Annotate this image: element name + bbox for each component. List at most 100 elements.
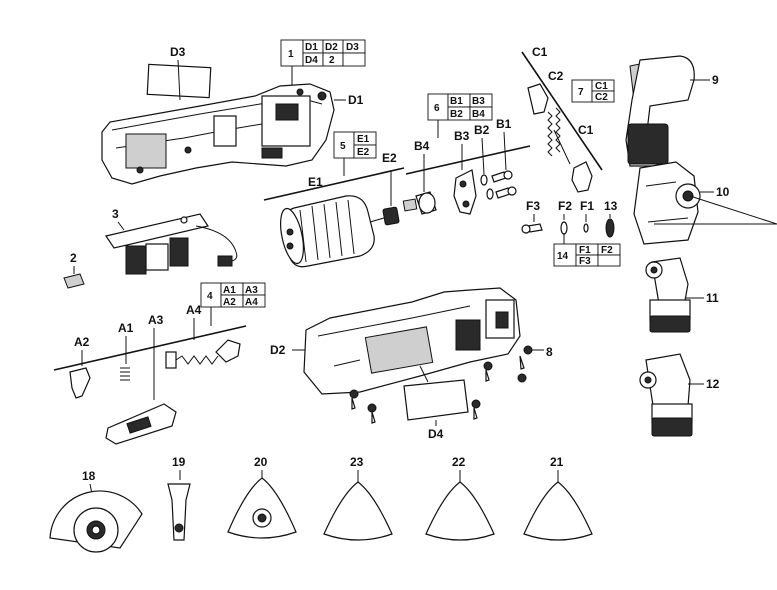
part-c2-springs — [547, 107, 571, 165]
callout-A1: A1 — [118, 321, 134, 335]
attachment-11-right-angle — [645, 257, 704, 333]
part-b4-gear — [402, 154, 437, 215]
callout-F3: F3 — [526, 199, 540, 213]
table-group-f: 14 F1 F2 F3 — [553, 234, 621, 267]
callout-F1: F1 — [580, 199, 594, 213]
part-a3-button-cover — [105, 328, 177, 445]
callout-8: 8 — [546, 345, 553, 359]
part-13-gear — [605, 214, 615, 238]
table-cell: 2 — [329, 55, 335, 66]
part-3-switch-board — [105, 213, 238, 275]
accessory-19-plunge-blade — [167, 470, 191, 541]
part-8-screws — [349, 345, 544, 424]
group-bracket-b — [405, 145, 531, 175]
callout-2: 2 — [70, 251, 77, 265]
group-label-14: 14 — [557, 251, 569, 262]
attachment-10-offset-head — [633, 161, 777, 245]
callout-9: 9 — [712, 73, 719, 87]
table-cell: D1 — [305, 42, 318, 53]
callout-3: 3 — [112, 207, 119, 221]
table-cell: B3 — [472, 96, 485, 107]
callout-A4: A4 — [186, 303, 202, 317]
callout-18: 18 — [82, 469, 96, 483]
table-group-d: 1 D1 D2 D3 D4 2 — [280, 39, 366, 88]
table-cell: A3 — [245, 285, 258, 296]
callout-B1: B1 — [496, 117, 512, 131]
table-cell: D3 — [346, 42, 359, 53]
part-c1-switch-lever — [527, 83, 593, 193]
table-cell: B4 — [472, 109, 485, 120]
table-cell: A4 — [245, 297, 258, 308]
callout-19: 19 — [172, 455, 186, 469]
table-group-e: 5 E1 E2 — [333, 131, 377, 176]
part-d4-label-plate — [403, 365, 469, 426]
callout-D4: D4 — [428, 427, 444, 441]
part-a1-spring — [120, 336, 130, 381]
table-cell: C2 — [595, 92, 608, 103]
table-cell: B2 — [450, 109, 463, 120]
group-bracket-a — [53, 325, 247, 371]
part-2-clip — [63, 266, 85, 289]
table-cell: D4 — [305, 55, 318, 66]
table-cell: E1 — [357, 134, 370, 145]
part-b3-bracket — [453, 144, 477, 215]
accessory-21-sanding-sheet — [523, 470, 593, 541]
callout-B3: B3 — [454, 129, 470, 143]
table-cell: A2 — [223, 297, 236, 308]
group-bracket-c — [521, 51, 603, 171]
callout-D3: D3 — [170, 45, 186, 59]
callout-23: 23 — [350, 455, 364, 469]
callout-F2: F2 — [558, 199, 572, 213]
table-cell: C1 — [595, 81, 608, 92]
group-label-5: 5 — [340, 141, 346, 152]
table-cell: F3 — [579, 256, 591, 267]
part-e2-pinion — [382, 170, 400, 226]
part-f2-washer — [560, 214, 568, 235]
accessory-22-sanding-sheet — [425, 470, 495, 541]
callout-21: 21 — [550, 455, 564, 469]
callout-13: 13 — [604, 199, 618, 213]
callout-A3: A3 — [148, 313, 164, 327]
callout-B4: B4 — [414, 139, 430, 153]
group-label-1: 1 — [288, 49, 294, 60]
callout-C1b: C1 — [578, 123, 594, 137]
table-cell: B1 — [450, 96, 463, 107]
table-group-b: 6 B1 B3 B2 B4 — [427, 93, 493, 138]
part-d2-housing-body — [292, 287, 521, 395]
callout-12: 12 — [706, 377, 720, 391]
accessory-20-sanding-pad — [227, 470, 297, 539]
group-label-7: 7 — [578, 87, 584, 98]
table-group-a: 4 A1 A3 A2 A4 — [200, 282, 266, 326]
attachment-12-oscillating-head — [639, 353, 704, 437]
callout-D1: D1 — [348, 93, 364, 107]
callout-C2: C2 — [548, 69, 564, 83]
callout-10: 10 — [716, 185, 730, 199]
accessory-18-saw-blade — [49, 483, 143, 553]
group-label-4: 4 — [207, 291, 213, 302]
table-cell: E2 — [357, 147, 370, 158]
part-a2-latch — [69, 350, 91, 399]
part-f3-screw — [521, 214, 543, 234]
part-f1-ring — [583, 214, 589, 233]
table-group-c: 7 C1 C2 — [571, 79, 615, 103]
table-cell: F1 — [579, 245, 591, 256]
callout-22: 22 — [452, 455, 466, 469]
callout-E2: E2 — [382, 151, 397, 165]
part-e1-motor — [280, 195, 385, 268]
part-a4-slider — [165, 318, 241, 369]
callout-20: 20 — [254, 455, 268, 469]
table-cell: D2 — [325, 42, 338, 53]
callout-D2: D2 — [270, 343, 286, 357]
table-cell: A1 — [223, 285, 236, 296]
callout-11: 11 — [706, 291, 719, 305]
callout-E1: E1 — [308, 175, 323, 189]
group-bracket-e — [263, 167, 405, 201]
table-cell: F2 — [601, 245, 613, 256]
part-d3-label-plate — [146, 59, 212, 101]
callout-C1a: C1 — [532, 45, 548, 59]
part-d1-housing-half — [101, 83, 346, 185]
part-b2-washer — [480, 137, 494, 200]
callout-A2: A2 — [74, 335, 90, 349]
callout-B2: B2 — [474, 123, 490, 137]
